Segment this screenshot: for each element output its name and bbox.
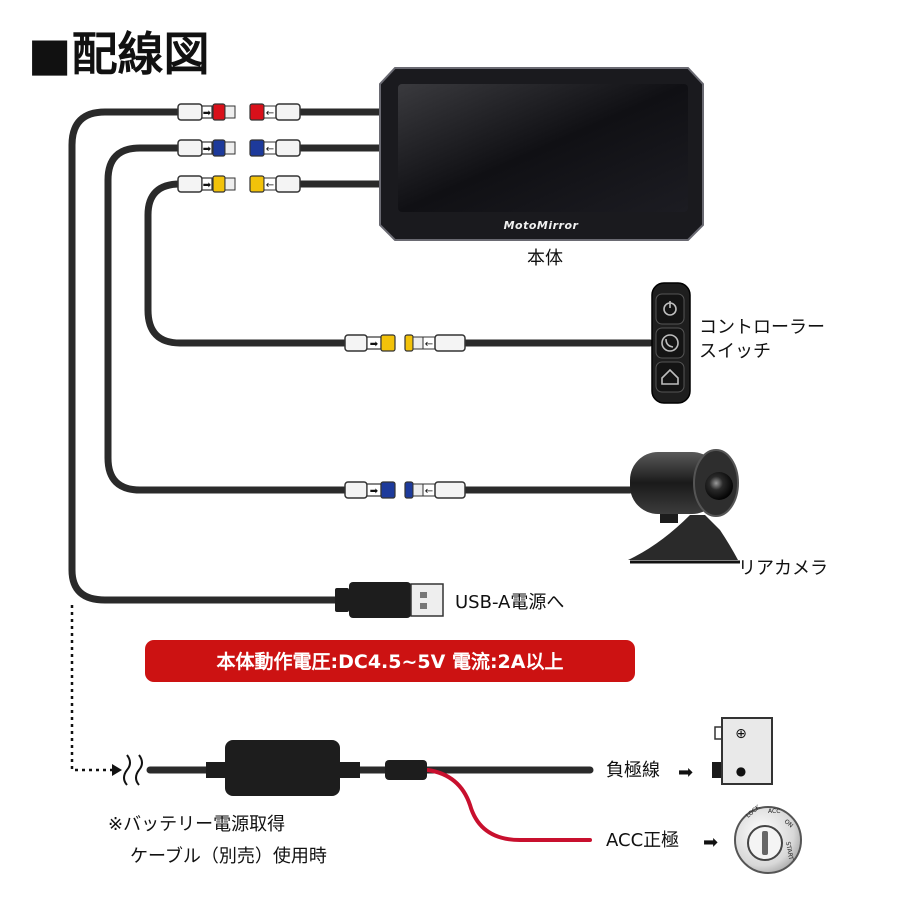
phone-icon: [661, 334, 679, 352]
fuse-box: [206, 740, 360, 796]
svg-text:←: ←: [425, 339, 433, 350]
controller-switch: [651, 282, 691, 404]
connector-pair-rear-camera: ➡ ←: [344, 481, 466, 499]
negative-label: 負極線: [606, 760, 660, 781]
usb-power-cable: [68, 108, 339, 604]
svg-text:➡: ➡: [370, 339, 379, 350]
dotted-arrow-head: [112, 764, 122, 776]
page-title: ■配線図: [28, 27, 209, 81]
main-unit-screen: [398, 84, 688, 212]
connector-pair-red: ➡ ←: [177, 103, 301, 121]
spec-banner: [145, 640, 635, 682]
battery-minus-icon: ●: [736, 764, 746, 778]
svg-text:←: ←: [266, 108, 274, 119]
connector-pair-controller: ➡ ←: [344, 334, 466, 352]
svg-text:←: ←: [266, 144, 274, 155]
negative-arrow-icon: ➡: [678, 762, 693, 783]
rear-camera-label: リアカメラ: [738, 558, 828, 579]
ignition-key-icon: [734, 806, 802, 874]
note-line1: ※バッテリー電源取得: [108, 814, 285, 835]
controller-label-line1: コントローラー: [699, 317, 825, 338]
usb-label: USB-A電源へ: [455, 592, 564, 613]
cable-break-mark: [123, 754, 143, 786]
svg-text:➡: ➡: [370, 486, 379, 497]
svg-text:←: ←: [425, 486, 433, 497]
connector-pair-yellow: ➡ ←: [177, 175, 301, 193]
ignition-acc-text: ACC: [768, 808, 780, 815]
note-line2: ケーブル（別売）使用時: [130, 845, 327, 867]
acc-label: ACC正極: [606, 830, 679, 851]
rear-camera-cable: [104, 144, 349, 494]
ignition-on-text: ON: [783, 818, 795, 829]
power-icon: [663, 301, 677, 316]
battery: [712, 717, 773, 785]
usb-a-plug: [335, 582, 444, 618]
camera-lens: [705, 472, 733, 500]
svg-text:➡: ➡: [203, 108, 212, 119]
controller-cable: [144, 180, 349, 347]
spec-text: 本体動作電圧:DC4.5~5V 電流:2A以上: [217, 650, 564, 673]
optional-dotted-line: [70, 605, 112, 772]
acc-arrow-icon: ➡: [703, 832, 718, 853]
home-icon: [661, 368, 679, 385]
cables: [68, 108, 654, 774]
main-unit-label: 本体: [527, 248, 563, 269]
svg-text:➡: ➡: [203, 180, 212, 191]
svg-text:←: ←: [266, 180, 274, 191]
connector-pair-blue: ➡ ←: [177, 139, 301, 157]
acc-positive-wire: [426, 768, 592, 842]
svg-text:➡: ➡: [203, 144, 212, 155]
splice-joint: [385, 760, 427, 780]
main-unit: MotoMirror: [379, 67, 704, 241]
brand-logo: MotoMirror: [504, 219, 579, 232]
battery-plus-icon: ⊕: [735, 726, 747, 742]
rear-camera: [628, 449, 740, 564]
controller-label-line2: スイッチ: [699, 341, 771, 362]
ignition-start-text: START: [784, 841, 794, 861]
